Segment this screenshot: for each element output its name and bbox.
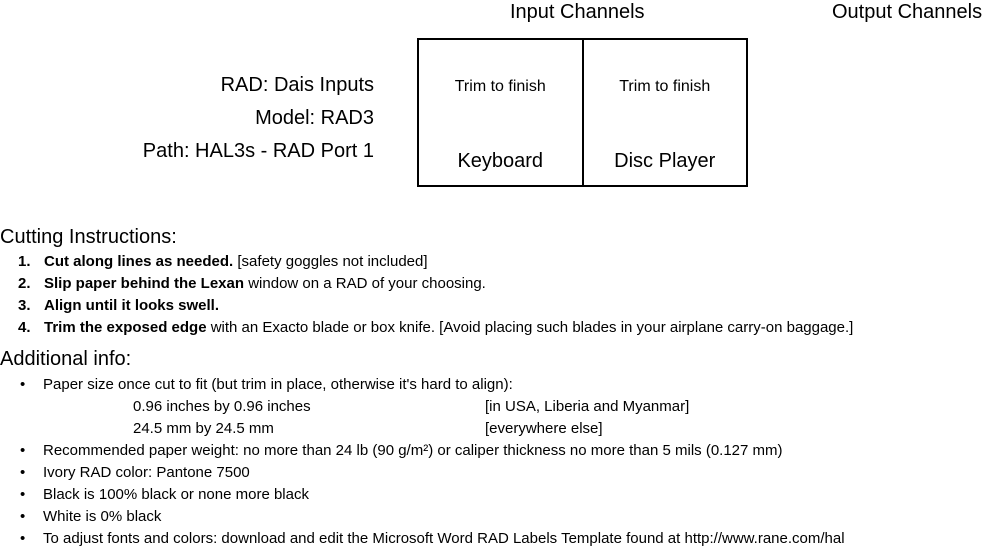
info-item: • Ivory RAD color: Pantone 7500 <box>20 462 995 484</box>
step-number: 3. <box>18 297 31 314</box>
trim-note: Trim to finish <box>454 78 546 95</box>
additional-info-list: • Paper size once cut to fit (but trim i… <box>20 374 995 550</box>
label-cut-grid: Trim to finish Keyboard Trim to finish D… <box>417 38 748 187</box>
size-dimension: 0.96 inches by 0.96 inches <box>133 398 311 415</box>
step-item: 1. Cut along lines as needed. [safety gog… <box>18 251 853 273</box>
step-number: 4. <box>18 319 31 336</box>
bullet-icon: • <box>20 464 26 481</box>
path-label: Path: HAL3s - RAD Port 1 <box>142 140 374 162</box>
input-channels-header: Input Channels <box>510 1 645 23</box>
info-item: • Recommended paper weight: no more than … <box>20 440 995 462</box>
step-item: 2. Slip paper behind the Lexan window on … <box>18 273 853 295</box>
info-text: Ivory RAD color: Pantone 7500 <box>43 464 250 481</box>
info-text: White is 0% black <box>43 508 162 525</box>
step-text: [safety goggles not included] <box>233 253 428 270</box>
size-region: [in USA, Liberia and Myanmar] <box>485 398 690 415</box>
step-text: with an Exacto blade or box knife. [Avoi… <box>206 319 854 336</box>
output-channels-header: Output Channels <box>832 1 983 23</box>
step-item: 3. Align until it looks swell. <box>18 295 853 317</box>
step-number: 1. <box>18 253 31 270</box>
size-dimension: 24.5 mm by 24.5 mm <box>133 420 274 437</box>
step-text: window on a RAD of your choosing. <box>244 275 486 292</box>
cutting-instructions-title: Cutting Instructions: <box>0 226 177 248</box>
step-bold: Slip paper behind the Lexan <box>44 275 245 292</box>
trim-note: Trim to finish <box>619 78 711 95</box>
info-item: • Black is 100% black or none more black <box>20 484 995 506</box>
info-text: To adjust fonts and colors: download and… <box>43 530 845 547</box>
info-item-paper-size: • Paper size once cut to fit (but trim i… <box>20 374 995 440</box>
channel-name: Keyboard <box>457 150 544 172</box>
step-bold: Trim the exposed edge <box>44 319 207 336</box>
info-text: Recommended paper weight: no more than 2… <box>43 442 783 459</box>
bullet-icon: • <box>20 486 26 503</box>
step-number: 2. <box>18 275 31 292</box>
paper-size-table: 0.96 inches by 0.96 inches [in USA, Libe… <box>43 396 995 440</box>
model-label: Model: RAD3 <box>255 107 374 129</box>
bullet-icon: • <box>20 508 26 525</box>
info-text: Black is 100% black or none more black <box>43 486 309 503</box>
info-item: • To adjust fonts and colors: download an… <box>20 528 995 550</box>
channel-name: Disc Player <box>614 150 716 172</box>
step-bold: Cut along lines as needed. <box>44 253 234 270</box>
rad-name: RAD: Dais Inputs <box>220 74 374 96</box>
size-region: [everywhere else] <box>485 420 603 437</box>
info-item: • White is 0% black <box>20 506 995 528</box>
bullet-icon: • <box>20 376 26 393</box>
step-item: 4. Trim the exposed edge with an Exacto b… <box>18 317 853 339</box>
size-row: 0.96 inches by 0.96 inches [in USA, Libe… <box>133 396 995 418</box>
bullet-icon: • <box>20 530 26 547</box>
label-cell-disc-player: Trim to finish Disc Player <box>581 40 747 185</box>
info-text: Paper size once cut to fit (but trim in … <box>43 376 513 393</box>
bullet-icon: • <box>20 442 26 459</box>
additional-info-title: Additional info: <box>0 348 132 370</box>
cutting-steps: 1. Cut along lines as needed. [safety gog… <box>18 251 853 339</box>
size-row: 24.5 mm by 24.5 mm [everywhere else] <box>133 418 995 440</box>
step-bold: Align until it looks swell. <box>44 297 220 314</box>
label-cell-keyboard: Trim to finish Keyboard <box>419 40 582 185</box>
